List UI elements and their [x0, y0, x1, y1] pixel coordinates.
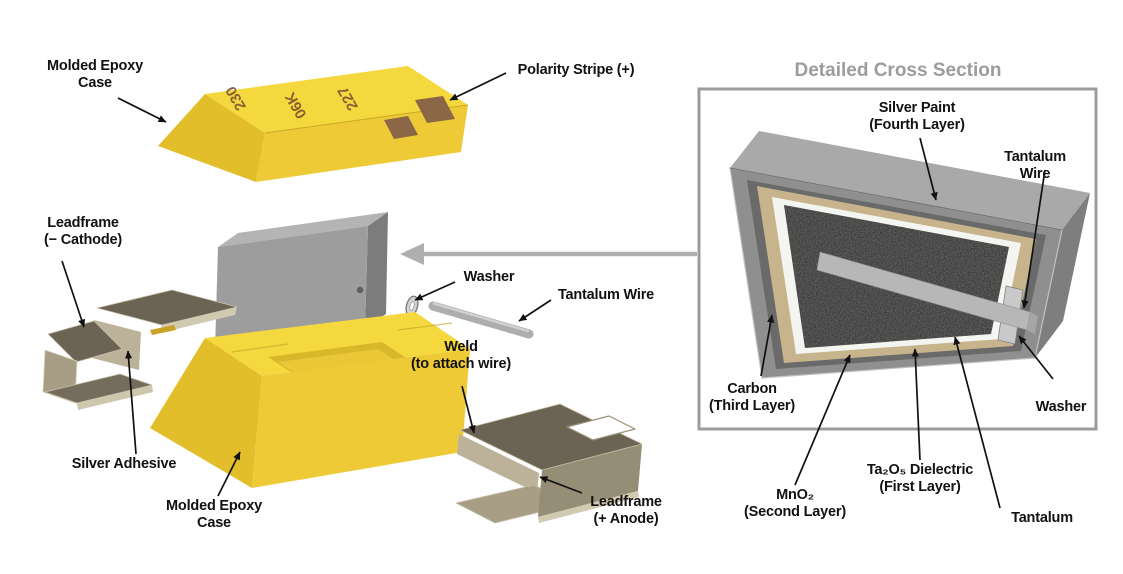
arrow-section-washer — [1018, 335, 1054, 380]
top-case-left-bevel — [158, 94, 265, 182]
anode-inner-wall — [457, 434, 539, 493]
arrow-leadframe-cathode — [61, 260, 86, 328]
anode-front-face — [538, 444, 642, 517]
label-tantalum: Tantalum — [1011, 510, 1073, 526]
pellet-top-face — [218, 212, 388, 247]
label-silver-adhesive: Silver Adhesive — [71, 456, 177, 472]
top-case: 230 06K 227 — [158, 66, 469, 182]
polarity-stripe-2 — [384, 116, 418, 139]
arrow-washer — [414, 281, 456, 301]
arrow-section-tantalum-wire — [1021, 169, 1046, 309]
arrow-silver-adhesive — [124, 350, 137, 455]
cross-section-title: Detailed Cross Section — [794, 60, 1002, 81]
cross-section-panel — [697, 87, 1098, 431]
big-gray-arrow — [400, 243, 697, 265]
section-top-face-silver-paint — [730, 131, 1090, 230]
section-right-face — [1035, 193, 1090, 358]
arrow-leadframe-anode — [539, 476, 583, 494]
tray-front-face — [252, 349, 470, 488]
pellet-wire-hole — [356, 286, 364, 294]
label-mno2: MnO₂ (Second Layer) — [744, 487, 846, 520]
anode-plate-hole — [566, 415, 636, 441]
label-molded-epoxy-case-bottom: Molded Epoxy Case — [166, 498, 262, 531]
arrow-polarity-stripe — [449, 72, 507, 101]
wire-rod — [428, 301, 534, 339]
cathode-plate-edge — [160, 307, 237, 333]
arrow-silver-paint — [919, 137, 938, 201]
label-carbon: Carbon (Third Layer) — [708, 381, 796, 414]
silver-adhesive-layer — [150, 325, 176, 335]
anode-front-edge — [538, 491, 639, 523]
arrow-tantalum-wire — [518, 299, 552, 322]
tray-top-rim — [205, 312, 470, 376]
label-ta2o5: Ta₂O₅ Dielectric (First Layer) — [866, 462, 974, 495]
label-leadframe-anode: Leadframe (+ Anode) — [590, 494, 662, 527]
arrow-molded-case-bottom — [217, 451, 241, 497]
arrow-weld — [461, 385, 476, 434]
arrow-molded-case-top — [117, 97, 167, 123]
pointer-arrows — [61, 72, 1054, 509]
arrow-mno2 — [794, 354, 851, 486]
top-case-front-face — [256, 105, 468, 182]
label-weld: Weld (to attach wire) — [411, 339, 511, 372]
top-case-top-face — [205, 66, 468, 133]
label-section-washer: Washer — [1035, 399, 1087, 415]
cross-section-block — [729, 131, 1090, 379]
washer-hole — [409, 301, 415, 311]
label-washer: Washer — [463, 269, 515, 285]
label-tantalum-wire: Tantalum Wire — [557, 287, 655, 303]
polarity-stripe — [415, 96, 455, 123]
label-molded-epoxy-case-top: Molded Epoxy Case — [47, 58, 143, 91]
pellet-front-face — [215, 226, 368, 350]
tray-left-bevel — [150, 338, 262, 488]
arrow-ta2o5 — [911, 348, 921, 461]
pellet-right-face — [365, 212, 388, 328]
arrow-carbon — [760, 314, 775, 377]
label-silver-paint: Silver Paint (Fourth Layer) — [869, 100, 965, 133]
section-wire-tip — [1027, 312, 1038, 334]
label-polarity-stripe: Polarity Stripe (+) — [517, 62, 635, 78]
cathode-leadframe — [42, 289, 238, 410]
arrow-tantalum — [953, 336, 1001, 509]
label-section-tantalum-wire: Tantalum Wire — [1004, 149, 1066, 182]
tantalum-pellet — [215, 212, 388, 350]
cathode-bottom-edge — [77, 385, 153, 410]
bottom-case-tray — [150, 312, 470, 488]
anode-leadframe — [455, 403, 643, 524]
label-leadframe-cathode: Leadframe (− Cathode) — [44, 215, 122, 248]
tantalum-wire-part — [428, 301, 534, 339]
wire-highlight — [432, 302, 530, 333]
washer-part — [405, 295, 419, 317]
anode-top-plate — [459, 403, 643, 471]
